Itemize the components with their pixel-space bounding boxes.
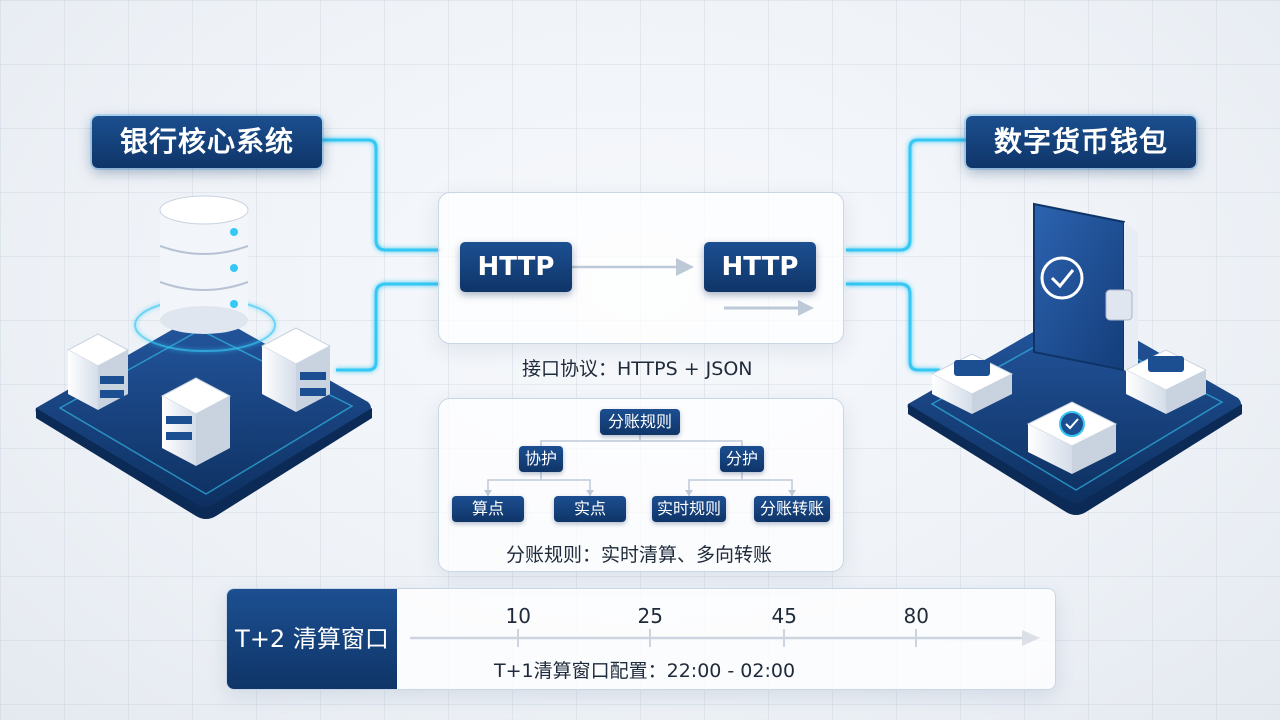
check-cube-icon [1026, 401, 1118, 474]
server-cube-icon [930, 353, 1014, 414]
server-cube-icon [260, 327, 332, 412]
connector-left-bottom [336, 282, 440, 372]
branch-node: 协护 [519, 446, 563, 472]
timeline-caption: T+1清算窗口配置：22:00 - 02:00 [494, 660, 796, 682]
timeline-label: T+2 清算窗口 [227, 589, 397, 689]
protocol-caption: 接口协议：HTTPS + JSON [522, 358, 753, 380]
connector-right-top [846, 138, 966, 252]
server-cube-icon [1124, 349, 1208, 414]
database-icon [159, 195, 249, 334]
digital-wallet-title: 数字货币钱包 [966, 116, 1197, 168]
tick-label: 45 [771, 604, 797, 628]
branch-node: 分护 [720, 446, 764, 472]
tick-label: 25 [637, 604, 663, 628]
tick-label: 80 [903, 604, 929, 628]
tick-label: 10 [505, 604, 531, 628]
split-rules-caption: 分账规则：实时清算、多向转账 [506, 544, 773, 566]
http-target-box: HTTP [704, 242, 816, 292]
bank-core-system-title: 银行核心系统 [92, 116, 323, 168]
leaf-node: 实点 [554, 496, 626, 522]
http-source-box: HTTP [460, 242, 572, 292]
server-cube-icon [160, 377, 232, 466]
split-rules-root: 分账规则 [600, 409, 680, 435]
glow-connectors [318, 138, 966, 372]
timeline-panel: T+2 清算窗口 [226, 588, 1056, 690]
connector-left-top [318, 138, 440, 252]
server-cube-icon [66, 333, 130, 410]
leaf-node: 实时规则 [652, 496, 726, 522]
leaf-node: 分账转账 [754, 496, 830, 522]
connector-right-bottom [846, 282, 940, 372]
leaf-node: 算点 [452, 496, 524, 522]
wallet-icon [1033, 202, 1138, 378]
